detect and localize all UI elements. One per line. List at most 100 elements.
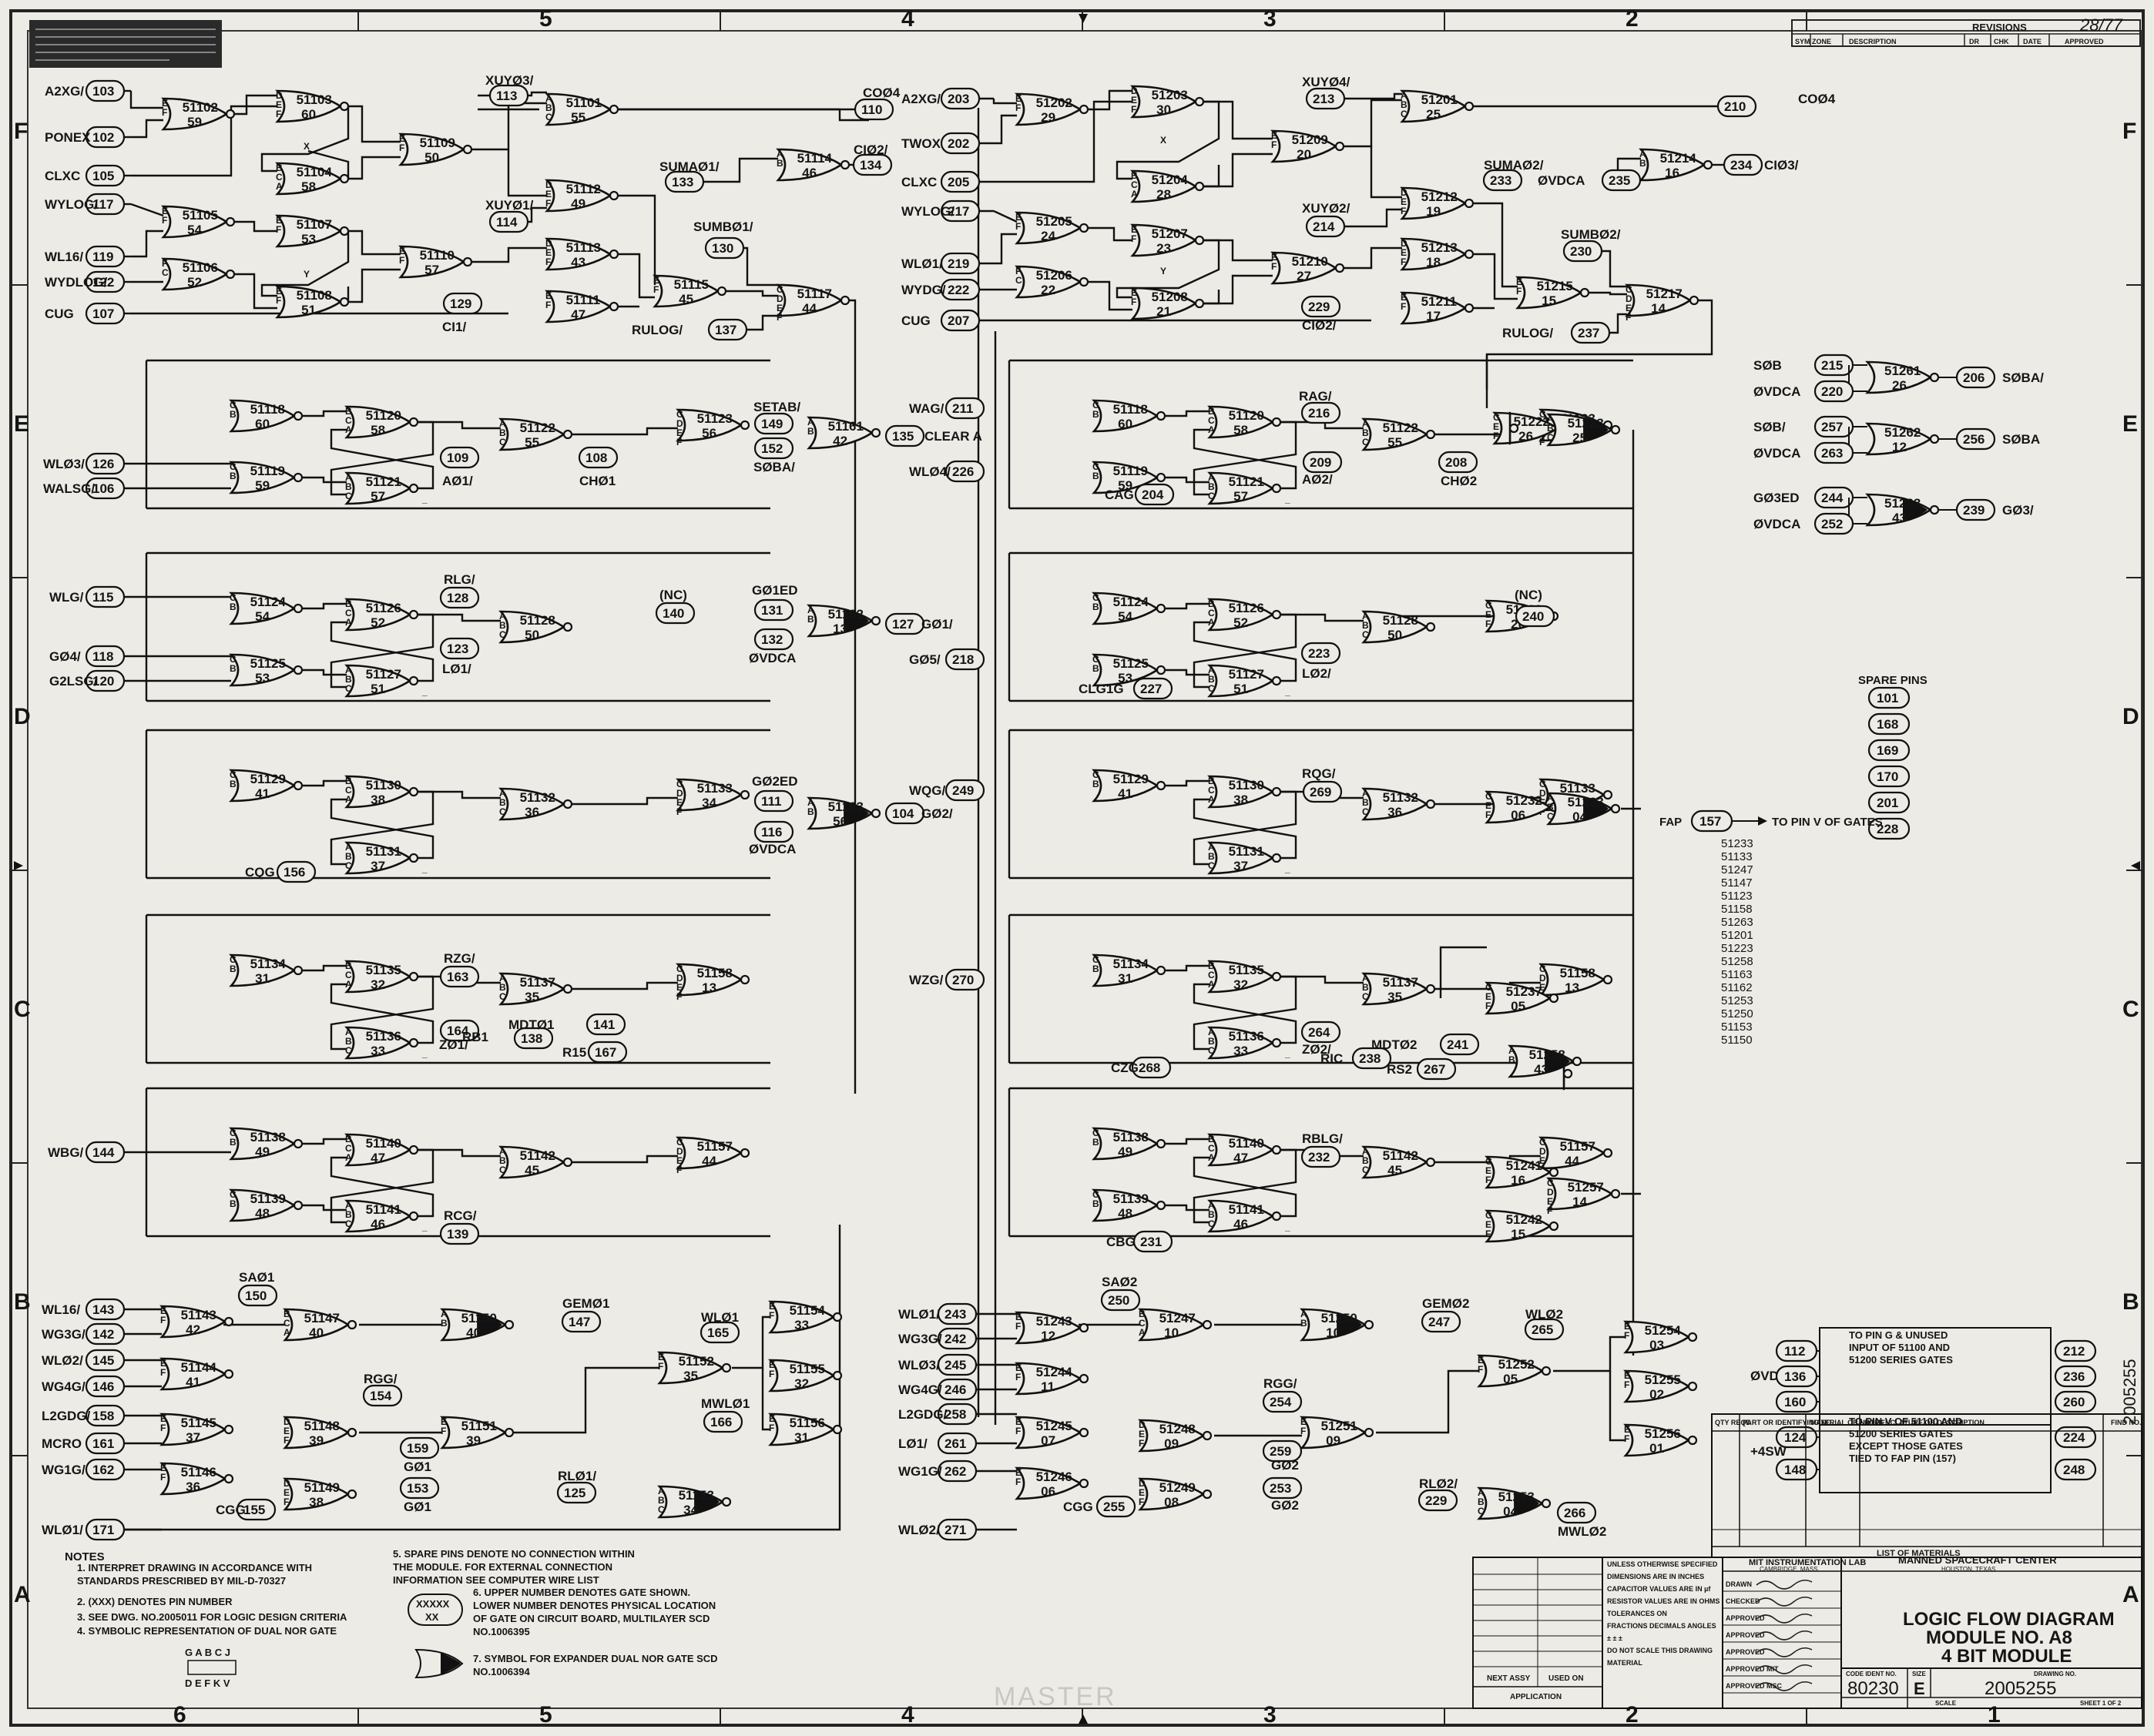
gate-number: 51254: [1645, 1323, 1682, 1338]
signal-label: WBG/: [48, 1145, 84, 1160]
svg-text:118: 118: [92, 649, 113, 664]
svg-text:C: C: [162, 267, 169, 278]
gate-number: 51121: [366, 474, 401, 489]
svg-text:218: 218: [952, 652, 974, 667]
gate-number: 51104: [297, 165, 333, 179]
center-name: MANNED SPACECRAFT CENTER: [1898, 1554, 2057, 1566]
pin-153: 153: [399, 1476, 440, 1500]
svg-text:E: E: [769, 1359, 775, 1370]
gate-location: 31: [1118, 971, 1132, 986]
svg-text:C: C: [1208, 970, 1215, 980]
signal-label: COØ4: [863, 85, 901, 100]
svg-text:E: E: [1271, 252, 1277, 263]
gate-number: 51120: [366, 408, 401, 423]
svg-text:B: B: [1092, 964, 1099, 974]
fap-gate-51233: 51233: [1721, 837, 1753, 850]
input-TWOX: TWOX: [901, 136, 941, 151]
gate-location: 57: [1233, 489, 1248, 504]
svg-text:F: F: [284, 1435, 289, 1446]
signal-label: ØVDCA: [749, 651, 796, 665]
svg-text:246: 246: [944, 1382, 966, 1397]
materials-header: PART OR IDENTIFYING NO.: [1743, 1419, 1834, 1426]
svg-text:159: 159: [407, 1441, 428, 1456]
svg-text:C: C: [345, 970, 352, 980]
svg-text:D: D: [1401, 187, 1407, 198]
svg-text:171: 171: [92, 1523, 114, 1537]
pin-213: 213: [1305, 87, 1346, 110]
signal-label: (NC): [659, 588, 687, 602]
pin-159: 159: [399, 1436, 440, 1460]
svg-text:B: B: [499, 982, 506, 993]
pin-262: 262: [937, 1460, 978, 1483]
gate-number: 51156: [790, 1416, 825, 1430]
fap-gate-51250: 51250: [1721, 1007, 1753, 1020]
title-line-3: 4 BIT MODULE: [1941, 1646, 2072, 1667]
svg-text:150: 150: [245, 1289, 267, 1303]
gate-location: 44: [802, 301, 817, 316]
pin-104: 104: [884, 802, 925, 825]
svg-text:111: 111: [761, 794, 782, 809]
svg-text:A: A: [345, 1200, 352, 1211]
svg-text:142: 142: [92, 1327, 114, 1342]
spare-pin-170: 170: [1877, 769, 1898, 784]
gate-location: 50: [525, 628, 539, 642]
spare-pin-168: 168: [1877, 717, 1898, 732]
svg-text:C: C: [1208, 1218, 1215, 1229]
note-placeholder-upper: XXXXX: [416, 1598, 450, 1610]
spare-pins-title: SPARE PINS: [1858, 674, 1928, 687]
zone-bottom-3: 3: [1263, 1702, 1277, 1728]
gate-number: 51256: [1645, 1426, 1681, 1441]
svg-text:A: A: [1508, 1045, 1515, 1056]
signal-label: SØBA/: [753, 460, 795, 474]
svg-text:A: A: [1362, 788, 1369, 799]
input-CUG: CUG: [901, 313, 931, 328]
gate-location: 30: [1156, 102, 1171, 117]
nor-gate-: [1562, 1057, 1573, 1091]
signal-label: _: [1284, 1222, 1290, 1232]
gate-number: 51137: [1383, 975, 1418, 990]
pin-group-out-236: 236: [2063, 1369, 2085, 1384]
gate-number: 51155: [790, 1362, 825, 1376]
gate-number: 51247: [1159, 1311, 1196, 1325]
svg-text:117: 117: [92, 197, 113, 212]
fap-gate-51258: 51258: [1721, 955, 1753, 968]
svg-text:223: 223: [1308, 646, 1330, 661]
signal-label: MCRO: [42, 1436, 82, 1451]
svg-text:144: 144: [92, 1145, 115, 1160]
gate-number: 51118: [250, 402, 285, 417]
gate-location: 45: [679, 292, 693, 307]
svg-text:C: C: [230, 769, 237, 780]
gate-number: 51152: [679, 1354, 714, 1369]
gate-location: 13: [702, 980, 716, 995]
svg-text:A: A: [499, 611, 506, 622]
tolerance-line: ± ± ±: [1607, 1634, 1622, 1642]
gate-location: 42: [833, 434, 847, 448]
svg-text:C: C: [1092, 654, 1099, 665]
gate-number: 51150: [461, 1311, 497, 1325]
pin-204: 204: [1134, 483, 1175, 506]
pin-142: 142: [85, 1322, 126, 1346]
svg-text:E: E: [284, 1487, 290, 1498]
svg-text:C: C: [658, 1504, 665, 1515]
gate-number: 51140: [366, 1136, 401, 1151]
svg-text:B: B: [1092, 602, 1099, 612]
signal-label: CGG: [216, 1503, 246, 1517]
revisions-title: REVISIONS: [1972, 22, 2027, 33]
pin-242: 242: [937, 1327, 978, 1350]
signal-label: LØ1/: [442, 662, 471, 676]
svg-text:F: F: [653, 284, 659, 295]
size-value: E: [1914, 1679, 1925, 1698]
gate-number: 51128: [1383, 613, 1418, 628]
gate-number: 51141: [1229, 1202, 1264, 1217]
pin-106: 106: [85, 477, 126, 500]
pin-131: 131: [753, 598, 794, 622]
